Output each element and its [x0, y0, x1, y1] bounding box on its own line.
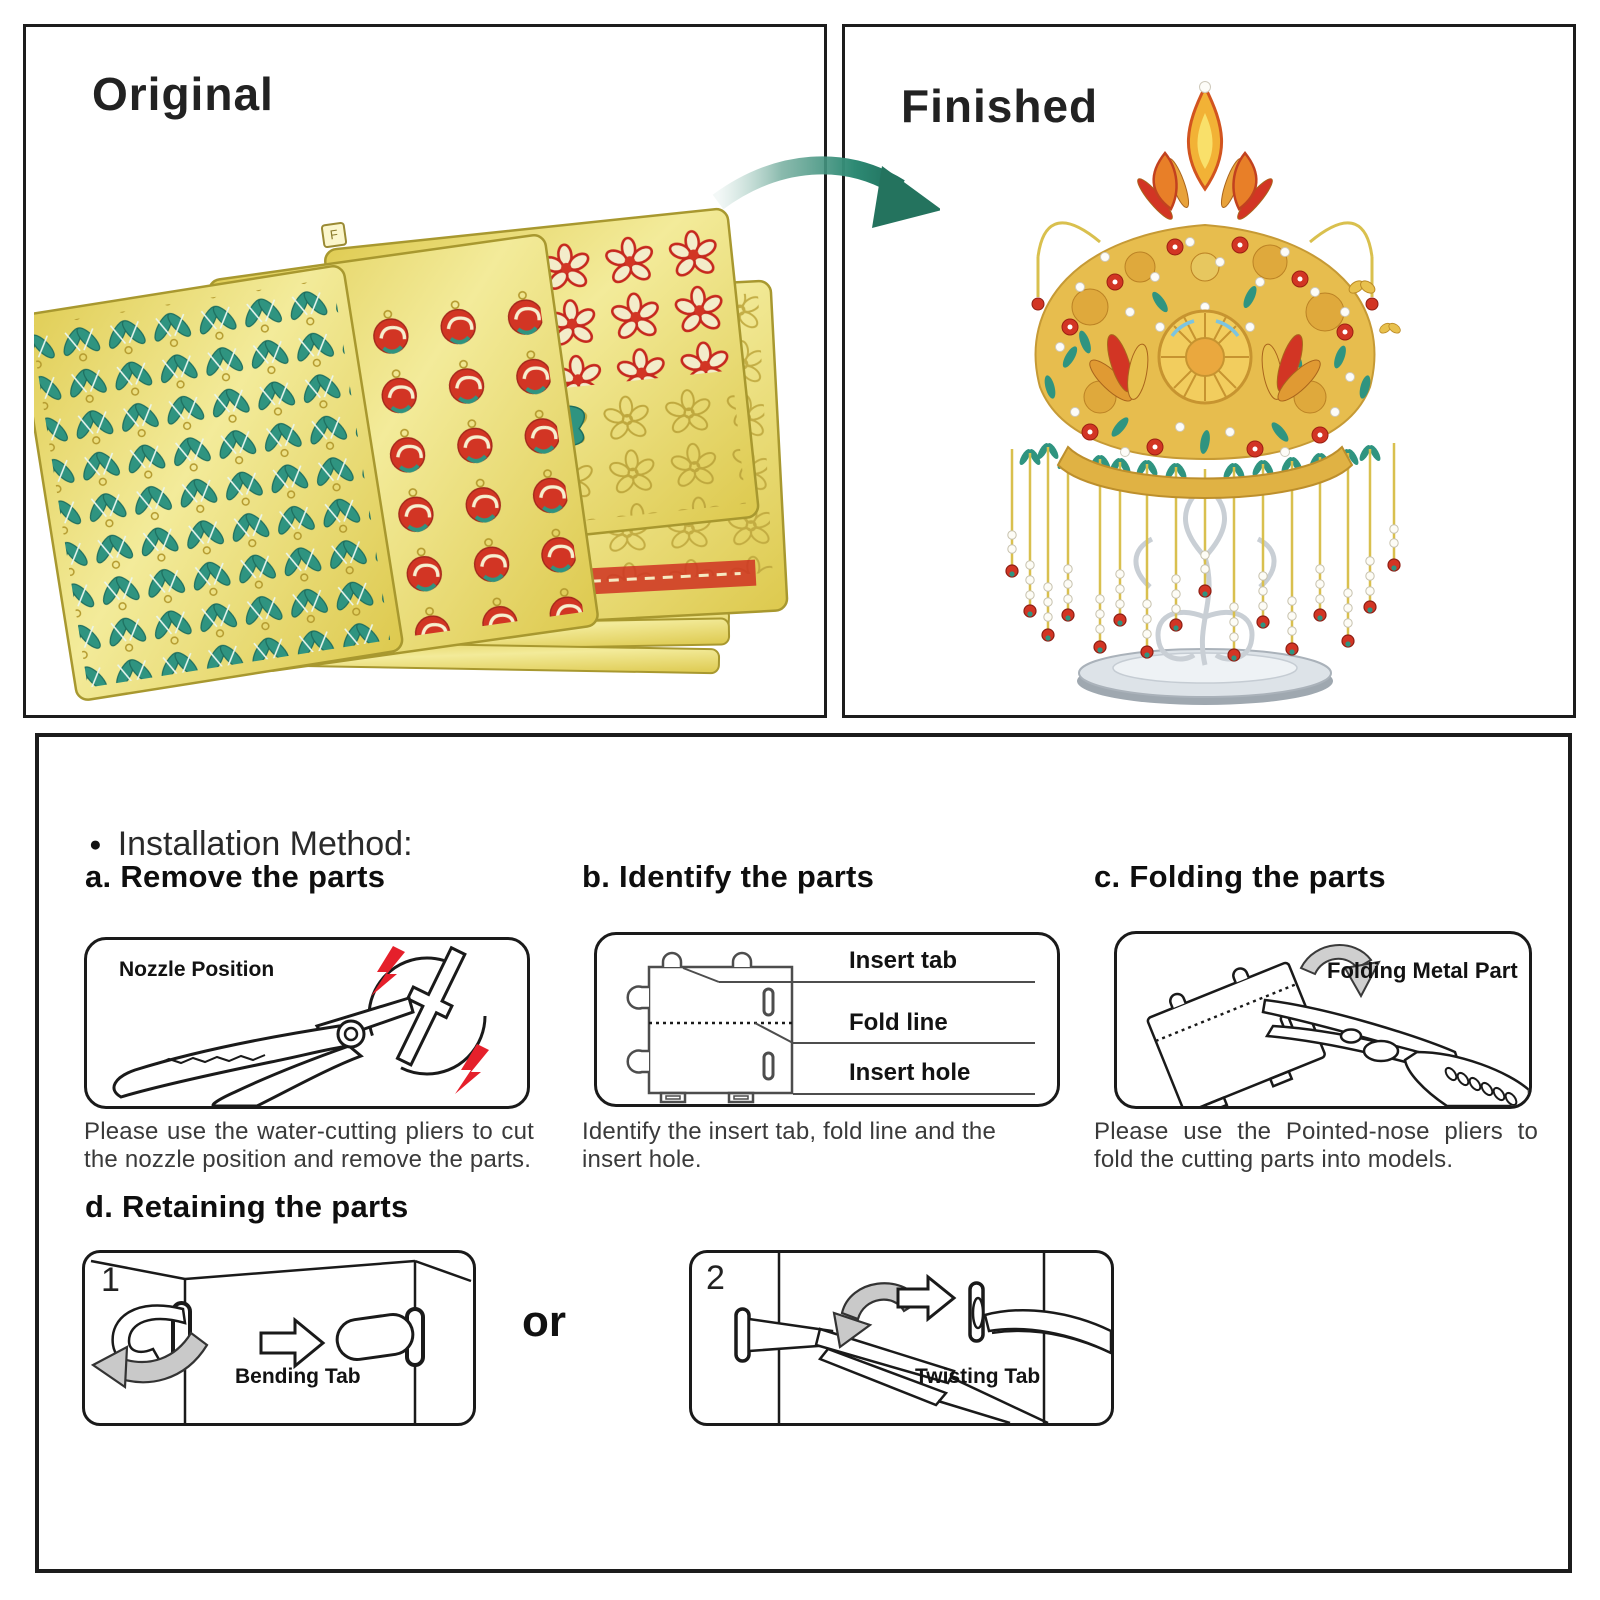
installation-panel: ● Installation Method: a. Remove the par… — [35, 733, 1572, 1573]
folding-parts-diagram: Folding Metal Part — [1114, 931, 1532, 1109]
bending-tab-label: Bending Tab — [235, 1365, 361, 1388]
finished-panel: Finished — [842, 24, 1576, 718]
bending-tab-diagram: 1 Bending Tab — [82, 1250, 476, 1426]
step-a-caption: Please use the water-cutting pliers to c… — [84, 1118, 534, 1174]
option-2-number: 2 — [706, 1259, 725, 1297]
insert-hole-label: Insert hole — [849, 1059, 971, 1086]
part-anatomy-illustration — [626, 951, 1035, 1104]
bending-tab-illustration — [90, 1259, 472, 1423]
twisting-tab-diagram: 2 Twisting Tab — [689, 1250, 1114, 1426]
step-b-caption: Identify the insert tab, fold line and t… — [582, 1118, 996, 1174]
folding-metal-part-label: Folding Metal Part — [1327, 958, 1518, 983]
fold-direction-arrow-icon — [1299, 944, 1381, 999]
cutting-pliers-illustration — [112, 945, 489, 1106]
bend-direction-arrow-icon — [90, 1331, 209, 1390]
insert-tab-label: Insert tab — [849, 947, 958, 974]
twisting-tab-label: Twisting Tab — [915, 1365, 1041, 1388]
nozzle-position-label: Nozzle Position — [119, 958, 275, 981]
next-step-arrow-icon — [896, 1273, 957, 1323]
step-d-title: d. Retaining the parts — [85, 1189, 409, 1224]
step-b-title: b. Identify the parts — [582, 859, 875, 894]
original-panel: Original — [23, 24, 827, 718]
metal-sheets-illustration — [34, 207, 789, 701]
cut-flash-icon-bottom — [455, 1044, 489, 1094]
step-c-caption: Please use the Pointed-nose pliers to fo… — [1094, 1118, 1538, 1174]
identify-parts-diagram: Insert tab Fold line Insert hole — [594, 932, 1060, 1107]
remove-parts-diagram: Nozzle Position — [84, 937, 530, 1109]
bullet-icon: ● — [89, 832, 102, 856]
step-a-title: a. Remove the parts — [85, 859, 386, 894]
step-c-title: c. Folding the parts — [1094, 859, 1386, 894]
option-1-number: 1 — [101, 1261, 120, 1299]
installation-header-text: Installation Method: — [117, 825, 413, 863]
twisting-tab-illustration — [734, 1253, 1111, 1423]
original-title: Original — [92, 68, 274, 120]
transform-arrow-icon — [712, 140, 942, 248]
cut-flash-icon-top — [371, 946, 405, 996]
installation-header: ● Installation Method: — [89, 825, 413, 864]
folding-pliers-illustration — [1146, 944, 1529, 1106]
next-step-arrow-icon — [259, 1316, 326, 1370]
fold-line-label: Fold line — [849, 1009, 948, 1036]
finished-model-illustration — [1004, 81, 1402, 705]
or-label: or — [522, 1297, 566, 1346]
sheet-f-label: F — [320, 221, 348, 249]
finished-title: Finished — [901, 80, 1099, 132]
